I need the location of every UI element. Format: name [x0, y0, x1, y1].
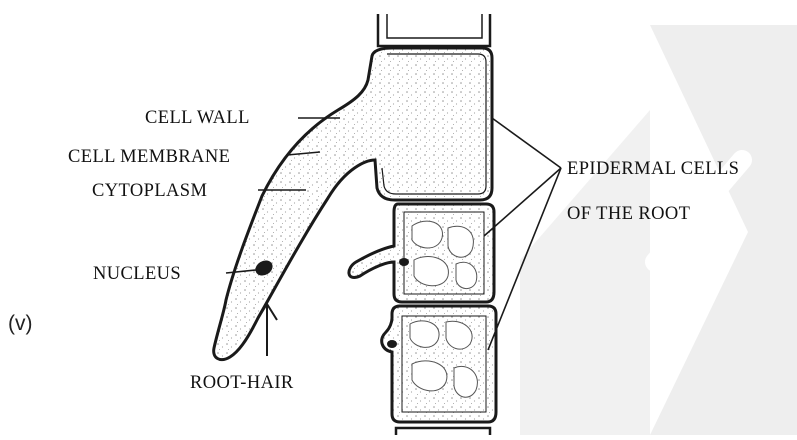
label-of-the-root: OF THE ROOT: [567, 205, 690, 224]
top-cell-stub: [378, 14, 490, 46]
label-cytoplasm: CYTOPLASM: [92, 182, 207, 201]
bottom-cell-stub: [396, 428, 490, 435]
label-root-hair: ROOT-HAIR: [190, 374, 294, 393]
leader-epidermal-1: [492, 118, 561, 168]
label-cell-membrane: CELL MEMBRANE: [68, 148, 230, 167]
watermark-shapes: [520, 25, 797, 435]
part-label: (v): [8, 313, 33, 334]
label-cell-wall: CELL WALL: [145, 109, 250, 128]
label-epidermal-cells: EPIDERMAL CELLS: [567, 160, 739, 179]
leader-epidermal-2: [484, 168, 561, 236]
label-nucleus: NUCLEUS: [93, 265, 181, 284]
